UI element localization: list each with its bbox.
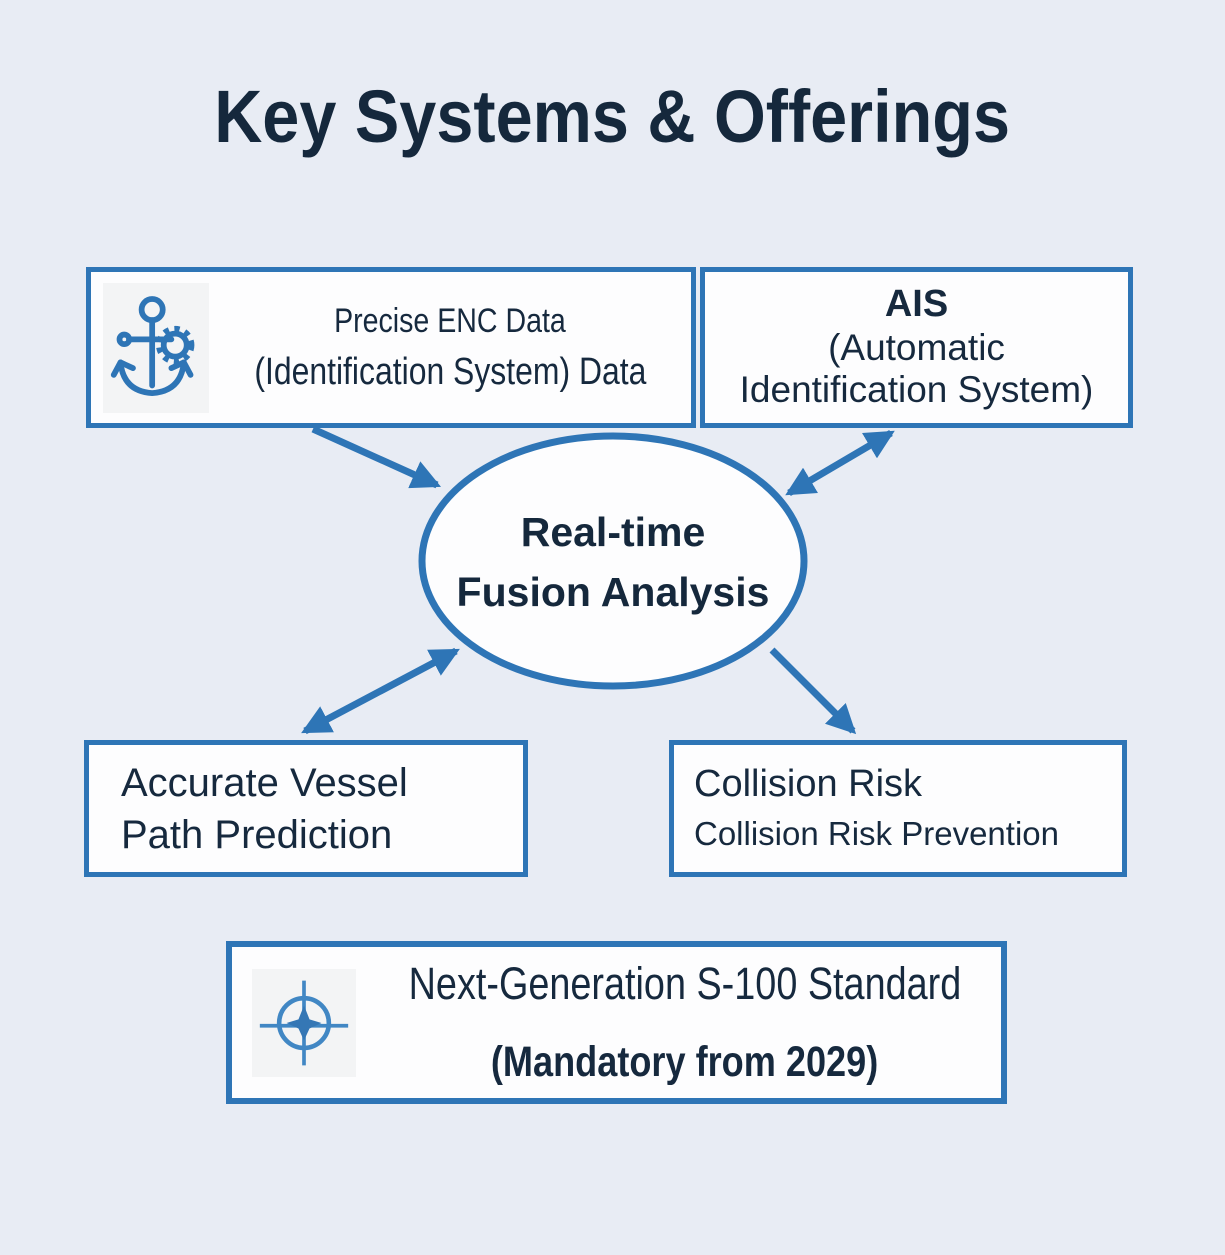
enc-data-text: Precise ENC Data (Identification System)… (209, 302, 691, 394)
fusion-line2: Fusion Analysis (456, 569, 770, 615)
arrow-ais-fusion-bidirectional (785, 429, 895, 497)
fusion-line1: Real-time (520, 509, 706, 555)
anchor-gear-icon (103, 282, 209, 413)
ais-line1: AIS (884, 283, 949, 326)
s100-standard-box: Next-Generation S-100 Standard (Mandator… (226, 941, 1007, 1104)
path-prediction-box: Accurate Vessel Path Prediction (84, 740, 528, 877)
s100-line2: (Mandatory from 2029) (491, 1038, 879, 1086)
compass-icon (252, 968, 356, 1077)
s100-line1: Next-Generation S-100 Standard (408, 958, 962, 1009)
arrow-enc-to-fusion (311, 425, 442, 489)
ais-box: AIS (Automatic Identification System) (700, 267, 1133, 428)
collision-risk-box: Collision Risk Collision Risk Prevention (669, 740, 1127, 877)
collision-line2: Collision Risk Prevention (694, 814, 1059, 852)
arrow-fusion-path-bidirectional (301, 647, 460, 735)
enc-line1: Precise ENC Data (334, 301, 566, 340)
collision-line1: Collision Risk (694, 762, 923, 805)
page-title: Key Systems & Offerings (0, 78, 1225, 156)
ais-line3: Identification System) (739, 369, 1094, 411)
page-title-text: Key Systems & Offerings (214, 75, 1011, 158)
enc-line2: (Identification System) Data (253, 350, 647, 393)
ais-line2: (Automatic (828, 326, 1005, 368)
path-line2: Path Prediction (121, 812, 393, 857)
path-line1: Accurate Vessel (121, 760, 408, 805)
arrow-fusion-to-collision (769, 647, 857, 735)
s100-text: Next-Generation S-100 Standard (Mandator… (356, 958, 1014, 1087)
fusion-analysis-label: Real-time Fusion Analysis (423, 502, 803, 622)
enc-data-box: Precise ENC Data (Identification System)… (86, 267, 696, 428)
